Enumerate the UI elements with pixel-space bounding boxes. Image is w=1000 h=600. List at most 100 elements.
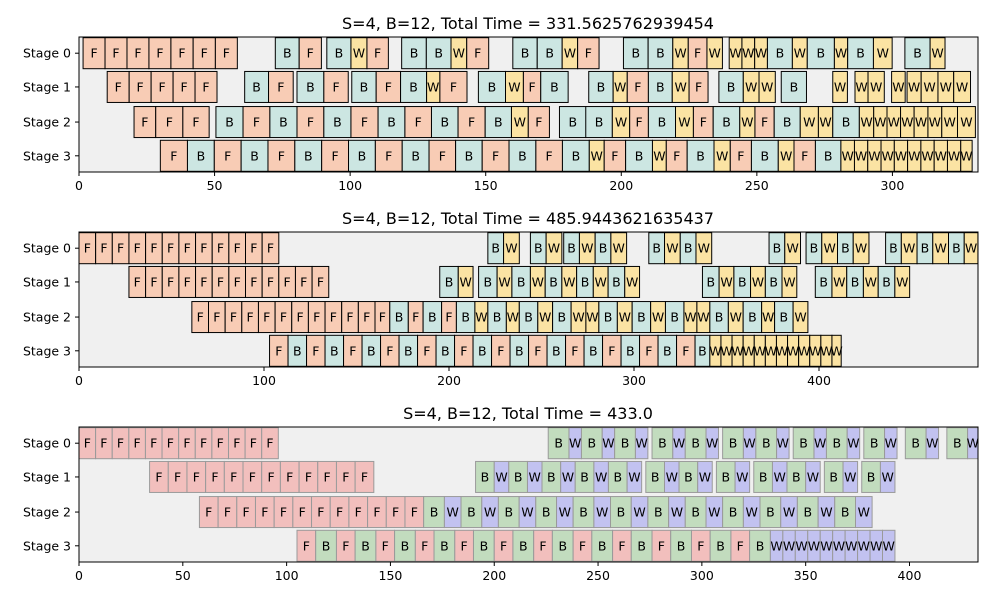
block-label: W [794,46,806,61]
block-label: W [453,46,465,61]
block-w [879,460,896,493]
block-w [953,70,972,103]
block-label: B [829,469,838,484]
block-label: W [684,310,696,325]
block-label: W [447,505,459,520]
block-b [377,106,406,139]
block-label: F [336,505,343,520]
block-b [186,139,215,172]
block-label: W [709,343,721,358]
block-label: W [673,436,685,451]
block-label: B [514,469,523,484]
block-label: B [612,274,621,289]
block-label: F [307,115,314,130]
block-label: W [835,46,847,61]
block-label: W [834,79,846,94]
block-label: W [498,274,510,289]
block-label: F [635,115,642,130]
block-label: F [286,469,293,484]
block-label: W [507,310,519,325]
block-label: B [637,538,646,553]
block-label: B [283,46,292,61]
block-label: W [716,148,728,163]
block-label: F [90,46,97,61]
x-tick-label: 150 [379,568,403,583]
block-label: F [349,343,356,358]
block-label: W [888,115,900,130]
block-label: W [892,79,904,94]
block-label: W [807,469,819,484]
block-w [831,334,842,367]
block-label: F [150,241,157,256]
block-label: W [743,343,755,358]
block-label: F [460,343,467,358]
block-w [758,70,776,103]
block-label: F [355,505,362,520]
block-label: F [230,310,237,325]
block-label: W [780,148,792,163]
block-label: W [569,436,581,451]
block-label: F [192,115,199,130]
block-label: F [363,310,370,325]
block-label: F [100,241,107,256]
y-tick-label: Stage 1 [23,274,71,289]
block-w [846,427,861,460]
block-label: W [929,115,941,130]
block-w [867,70,885,103]
block-label: F [534,343,541,358]
block-label: F [249,469,256,484]
block-label: F [266,436,273,451]
block-w [855,496,873,529]
block-label: W [653,148,665,163]
block-label: B [306,79,315,94]
block-label: F [468,115,475,130]
x-tick-label: 250 [586,568,610,583]
block-label: W [820,343,832,358]
block-w [956,106,976,139]
block-label: W [742,46,754,61]
block-b [536,37,563,70]
block-label: F [461,538,468,553]
block-label: W [860,115,872,130]
block-label: W [948,148,960,163]
block-w [852,232,870,265]
block-label: W [563,274,575,289]
block-label: W [745,79,757,94]
block-label: F [611,148,618,163]
block-label: W [809,343,821,358]
x-tick-label: 200 [609,178,633,193]
block-label: W [586,310,598,325]
block-label: B [790,79,799,94]
block-label: W [903,241,915,256]
block-label: W [614,79,626,94]
block-w [872,37,893,70]
block-label: B [810,241,819,256]
block-label: F [737,538,744,553]
block-label: B [656,79,665,94]
block-label: W [521,505,533,520]
block-label: W [895,148,907,163]
block-label: W [798,343,810,358]
x-tick-label: 400 [807,373,831,388]
block-label: B [748,310,757,325]
block-b [351,70,377,103]
x-tick-label: 100 [252,373,276,388]
block-label: W [741,115,753,130]
block-label: B [598,538,607,553]
block-label: F [155,469,162,484]
block-label: F [213,310,220,325]
block-label: F [296,310,303,325]
block-label: W [678,115,690,130]
block-label: F [170,148,177,163]
block-label: B [738,274,747,289]
block-label: B [599,241,608,256]
block-b [558,106,587,139]
block-label: W [459,274,471,289]
block-label: W [730,310,742,325]
block-label: W [697,310,709,325]
block-label: F [313,310,320,325]
block-label: B [558,538,567,553]
panel-1: S=4, B=12, Total Time = 331.562576293945… [23,14,979,193]
block-label: W [666,241,678,256]
block-b [296,70,325,103]
